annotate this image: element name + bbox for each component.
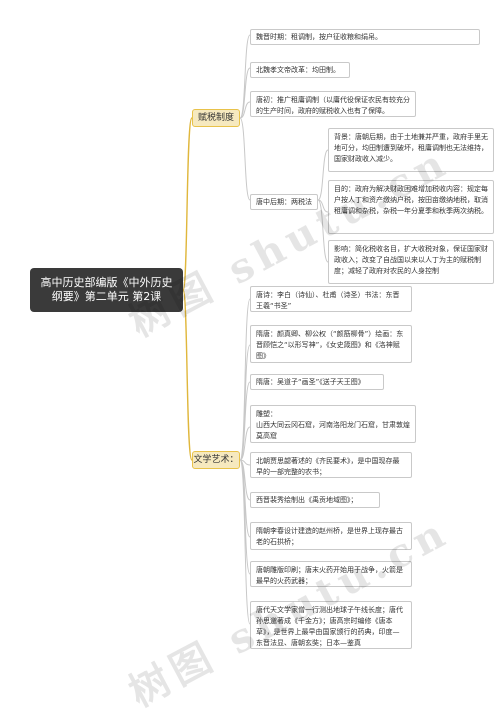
twotax-purpose[interactable]: 目的：政府为解决财政困难增加税收内容：规定每户按人丁和资产缴纳户税，按田亩缴纳地… [328,180,494,234]
branch-literature-arts[interactable]: 文学艺术： [192,451,240,469]
tax-item-twotax[interactable]: 唐中后期：两税法 [250,194,318,210]
arts-item-tang-poetry[interactable]: 唐诗：李白（诗仙）、杜甫（诗圣）书法：东晋王羲“书圣” [250,286,412,312]
arts-item-wudaozi[interactable]: 隋唐：吴道子“画圣”《送子天王图》 [250,374,384,390]
mindmap-canvas: 高中历史部编版《中外历史纲要》第二单元 第2课 赋税制度 文学艺术： 魏晋时期：… [30,29,494,716]
arts-item-zhaozhou-bridge[interactable]: 隋朝李春设计建造的赵州桥，是世界上现存最古老的石拱桥； [250,522,412,550]
twotax-impact[interactable]: 影响：简化税收名目，扩大收税对象，保证国家财政收入；改变了自战国以来以人丁为主的… [328,240,494,284]
arts-item-printing-gunpowder[interactable]: 唐朝雕版印刷；唐末火药开始用于战争，火箭是最早的火药武器； [250,561,412,587]
connector-lines [182,34,329,625]
tax-item-tangchu[interactable]: 唐初：推广租庸调制（以庸代役保证农民有较充分的生产时间，政府的赋税收入也有了保障… [250,91,416,117]
tax-item-weijin[interactable]: 魏晋时期：租调制，按户征收粮和绢帛。 [250,29,480,45]
twotax-background[interactable]: 背景：唐朝后期，由于土地兼并严重，政府手里无地可分，均田制遭到破坏，租庸调制也无… [328,128,494,172]
connector-arts-group [239,298,251,625]
tax-item-beiwei[interactable]: 北魏孝文帝改革：均田制。 [250,62,350,78]
connector-twotax-group [317,149,329,263]
arts-item-sculpture[interactable]: 雕塑： 山西大同云冈石窟，河南洛阳龙门石窟，甘肃敦煌莫高窟 [250,405,416,443]
arts-item-qiminyaoshu[interactable]: 北朝贾思勰著述的《齐民要术》，是中国现存最早的一部完整的农书； [250,452,412,478]
arts-item-calligraphy-painting[interactable]: 隋唐：颜真卿、柳公权（“颜筋柳骨”）绘画：东晋顾恺之“以形写神”，《女史箴图》和… [250,325,412,363]
branch-tax-system[interactable]: 赋税制度 [192,109,240,127]
arts-item-science-medicine[interactable]: 唐代天文学家僧一行测出地球子午线长度；唐代孙思邈著成《千金方》；唐高宗时编修《唐… [250,601,412,649]
connector-tax-group [239,34,251,201]
root-topic[interactable]: 高中历史部编版《中外历史纲要》第二单元 第2课 [30,268,183,312]
connector-root-tax [182,117,193,291]
arts-item-yugong-map[interactable]: 西晋裴秀绘制出《禹贡地域图》； [250,492,380,508]
connector-root-arts [182,289,193,461]
